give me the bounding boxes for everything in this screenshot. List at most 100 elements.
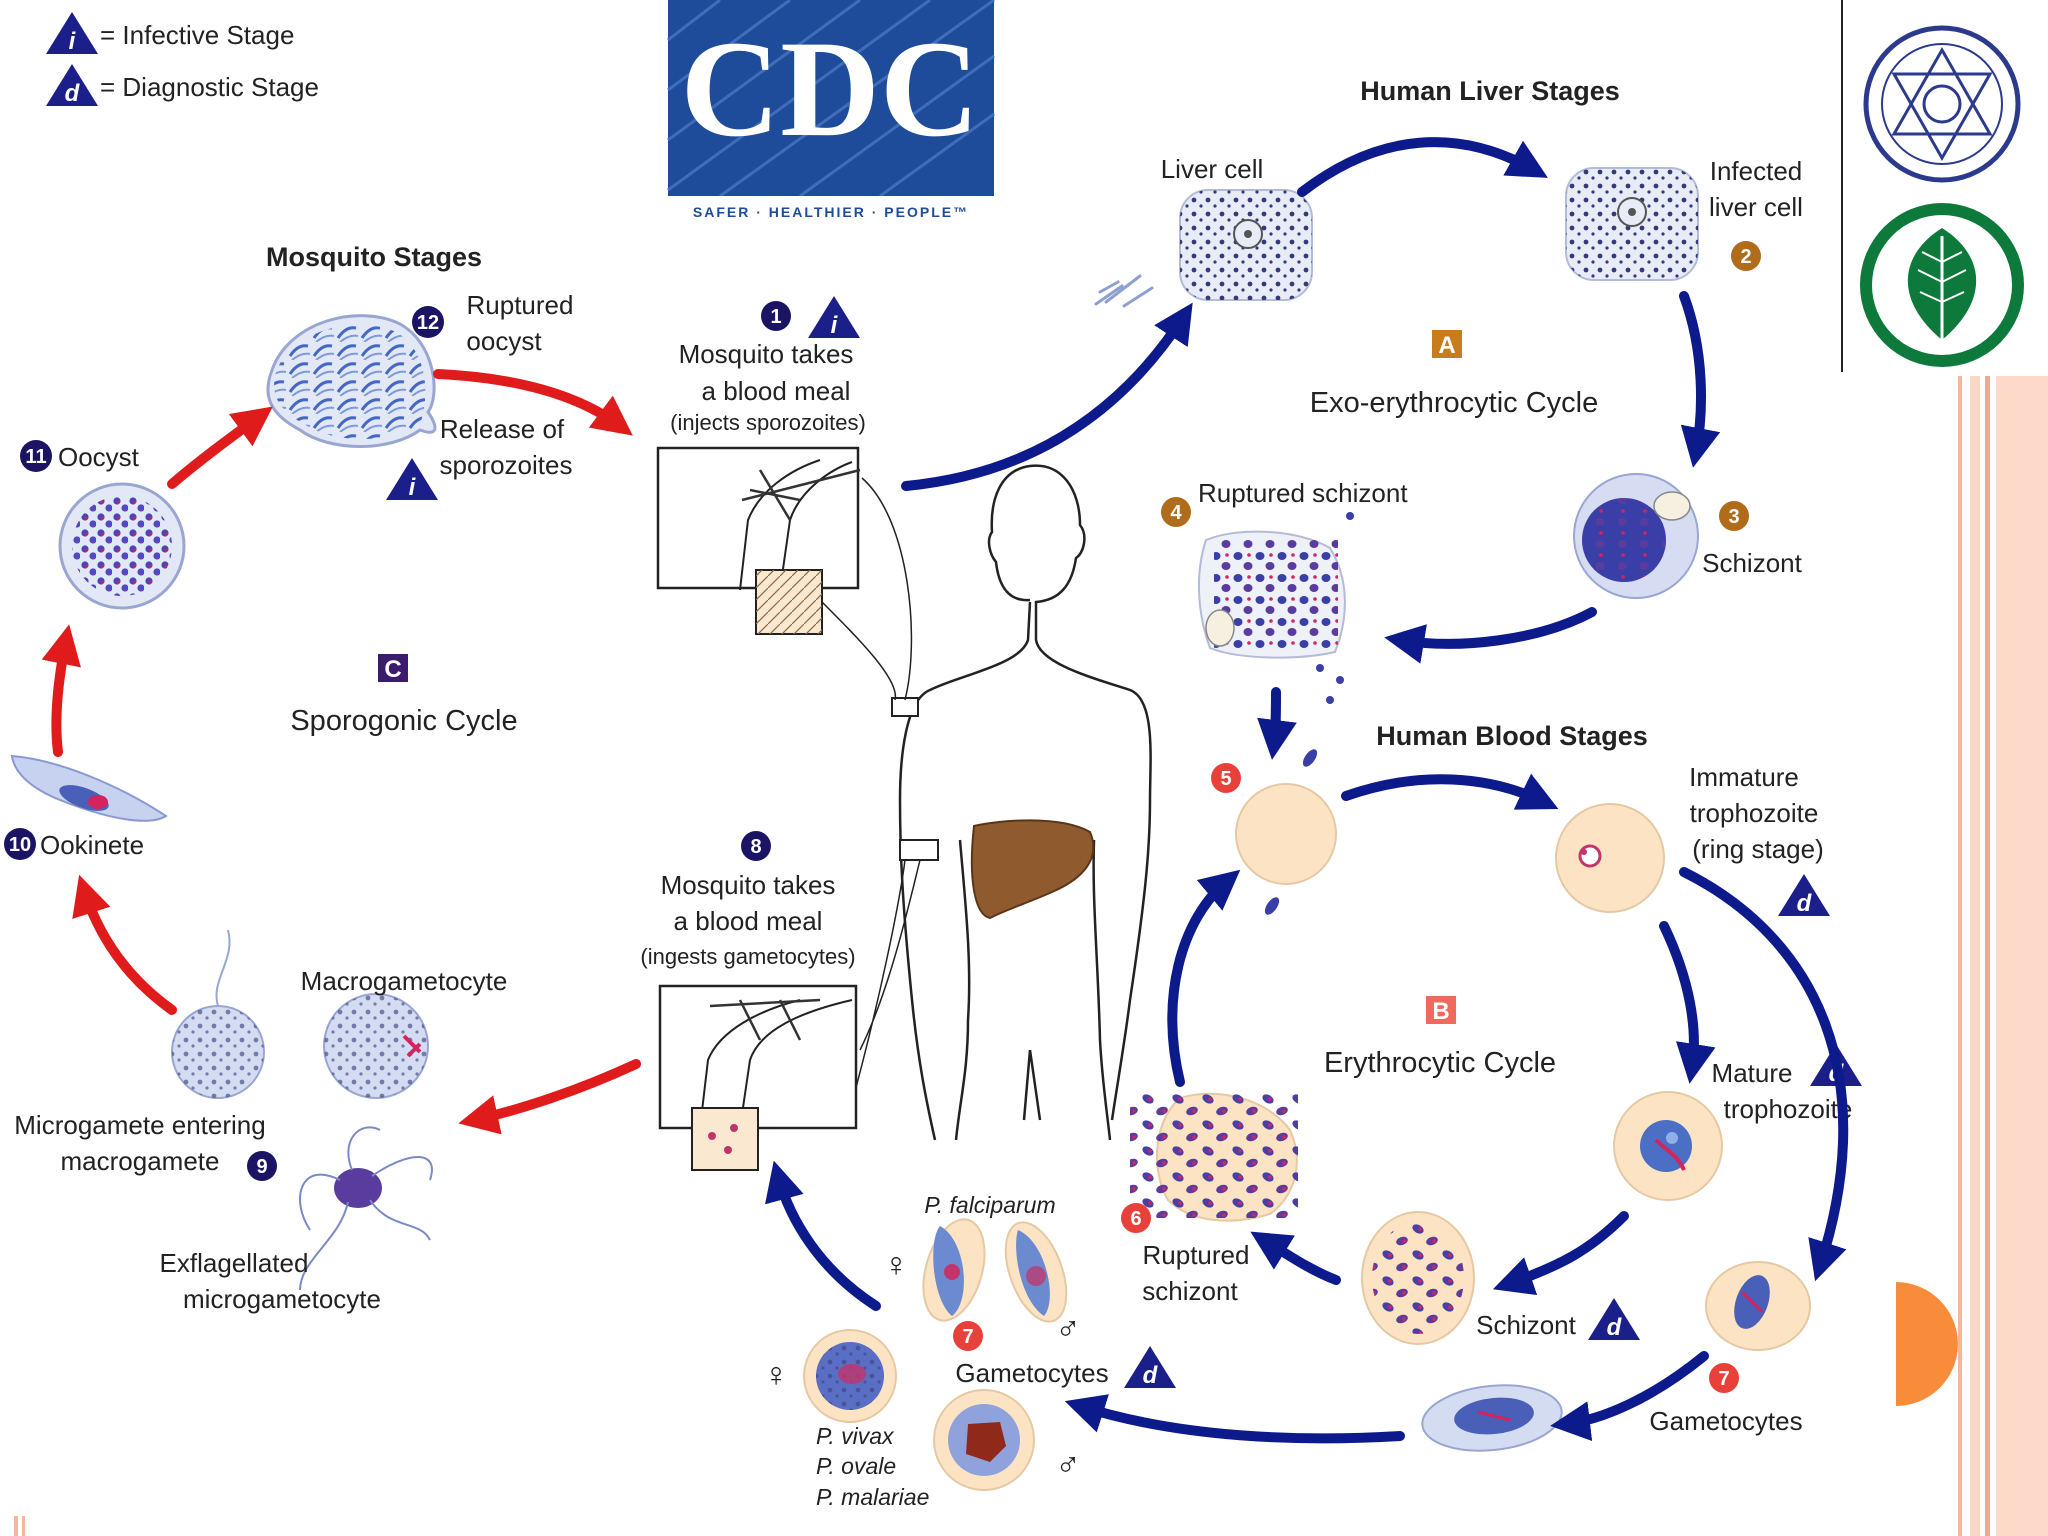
release-label-line-1: Release of: [440, 414, 565, 444]
cdc-logo-text: CDC: [681, 12, 980, 165]
stage-9-label-line-2: macrogamete: [61, 1146, 220, 1176]
svg-text:4: 4: [1170, 502, 1182, 524]
svg-text:9: 9: [256, 1156, 267, 1178]
male-symbol-falciparum: ♂: [1055, 1310, 1081, 1348]
stage-1-label-line-2: a blood meal: [702, 376, 851, 406]
svg-text:7: 7: [962, 1326, 973, 1348]
arrow-gametocyte-to-elongated: [1550, 1351, 1709, 1442]
arrow-schizont-to-ruptured: [1384, 607, 1597, 664]
stage-4-label: Ruptured schizont: [1198, 478, 1408, 508]
svg-text:C: C: [384, 656, 401, 683]
stage-2-label-line-1: Infected: [1710, 156, 1803, 186]
arrow-schizont-to-ruptured-blood: [1250, 1231, 1341, 1285]
stage-9-label-line-1: Microgamete entering: [14, 1110, 265, 1140]
female-symbol-falciparum: ♀: [883, 1246, 909, 1284]
stage-2-label-line-2: liver cell: [1709, 192, 1803, 222]
arrow-infected-to-schizont: [1679, 291, 1721, 468]
arrow-oocyst-to-mosquito: [433, 369, 633, 436]
oocyst: [58, 482, 186, 610]
svg-text:Sporogonic Cycle: Sporogonic Cycle: [290, 705, 517, 737]
stage-11-number: 11: [20, 440, 52, 472]
svg-text:i: i: [69, 28, 77, 55]
p-vivax-label: P. vivax: [816, 1423, 895, 1449]
bite-site-lower: [899, 839, 939, 861]
p-falciparum-label: P. falciparum: [924, 1192, 1055, 1218]
svg-text:3: 3: [1728, 506, 1739, 528]
svg-text:d: d: [1797, 890, 1813, 917]
mosquito-cycle-arrows: [41, 369, 641, 1135]
arrow-ookinete-to-oocyst: [41, 624, 81, 757]
diagnostic-stage-legend-label: = Diagnostic Stage: [100, 72, 319, 102]
infected-liver-cell: [1565, 167, 1699, 281]
stage-11-label: Oocyst: [58, 442, 140, 472]
svg-text:6: 6: [1130, 1208, 1141, 1230]
liver-cell: [1179, 189, 1313, 301]
arrow-ruptured-to-rbc: [1257, 687, 1297, 760]
p-ovale-label: P. ovale: [816, 1453, 896, 1479]
ring-stage-diagnostic-icon: d: [1778, 874, 1830, 917]
ring-stage-label-line-3: (ring stage): [1692, 834, 1824, 864]
svg-text:i: i: [409, 474, 417, 501]
svg-text:d: d: [65, 80, 81, 107]
female-symbol-vivax: ♀: [763, 1356, 789, 1394]
p-malariae-label: P. malariae: [816, 1484, 929, 1510]
gametocyte-elongated: [1421, 1384, 1563, 1452]
svg-text:5: 5: [1220, 768, 1231, 790]
stage-3-label: Schizont: [1702, 548, 1802, 578]
stage-8-label-line-1: Mosquito takes: [661, 870, 836, 900]
svg-text:1: 1: [770, 306, 781, 328]
ruptured-blood-schizont: [1130, 1090, 1298, 1222]
stage-12-number: 12: [412, 306, 444, 338]
university-seal-emblem: [1863, 25, 2021, 183]
svg-text:B: B: [1432, 998, 1449, 1025]
arrow-bite-to-liver: [901, 302, 1193, 491]
liver-cell-label: Liver cell: [1161, 154, 1264, 184]
stage-8-label-line-2: a blood meal: [674, 906, 823, 936]
vivax-male-gametocyte: [933, 1389, 1035, 1491]
svg-text:10: 10: [9, 834, 31, 856]
falciparum-male-gametocyte: [1004, 1221, 1068, 1323]
stage-6-number: 6: [1121, 1203, 1151, 1233]
gametocytes-label-center: Gametocytes: [955, 1358, 1108, 1388]
arrow-ruptured-to-rbc-loop: [1167, 869, 1241, 1087]
stage-1-infective-icon: i: [808, 296, 860, 339]
diagnostic-stage-legend-icon: d: [46, 64, 98, 107]
stage-12-label-line-2: oocyst: [466, 326, 542, 356]
ring-stage-label-line-2: trophozoite: [1690, 798, 1819, 828]
infective-stage-legend-icon: i: [46, 12, 98, 55]
svg-text:d: d: [1607, 1314, 1623, 1341]
leaf-emblem: [1860, 203, 2024, 367]
mosquito-stages-title: Mosquito Stages: [266, 242, 482, 272]
mature-trophozoite: [1613, 1091, 1723, 1201]
arrow-ring-to-mature: [1659, 921, 1716, 1084]
ring-stage-trophozoite: [1555, 803, 1665, 913]
arrow-ring-to-gametocytes: [1679, 867, 1849, 1282]
arrow-rbc-to-ring: [1341, 773, 1559, 810]
liver-schizont: [1573, 473, 1699, 599]
svg-text:11: 11: [25, 446, 46, 468]
stage-2-number: 2: [1731, 241, 1761, 271]
blood-schizont-label: Schizont: [1476, 1310, 1576, 1340]
mature-trophozoite-label-line-1: Mature: [1712, 1058, 1793, 1088]
sporogonic-cycle-label: C Sporogonic Cycle: [290, 654, 518, 737]
human-blood-stages-title: Human Blood Stages: [1376, 721, 1648, 751]
stage-5-number: 5: [1211, 763, 1241, 793]
arrow-gametocytes-to-mosquito: [765, 1160, 881, 1311]
ruptured-oocyst: [266, 314, 437, 448]
stage-1-label-line-3: (injects sporozoites): [670, 410, 866, 435]
exflagellated-label-line-1: Exflagellated: [160, 1248, 309, 1278]
stage-7-number-right: 7: [1709, 1363, 1739, 1393]
blood-schizont: [1361, 1211, 1475, 1345]
microgamete-entering-macrogamete: [171, 929, 265, 1099]
svg-text:Erythrocytic Cycle: Erythrocytic Cycle: [1324, 1047, 1556, 1079]
stage-10-number: 10: [4, 828, 36, 860]
stage-8-label-line-3: (ingests gametocytes): [640, 944, 855, 969]
stage-6-label-line-1: Ruptured: [1143, 1240, 1250, 1270]
decorative-stripes: [14, 376, 2048, 1536]
university-emblems: [1841, 0, 2024, 372]
human-body-outline: [898, 464, 1152, 1141]
release-infective-icon: i: [386, 458, 438, 501]
svg-text:i: i: [831, 312, 839, 339]
svg-text:2: 2: [1740, 246, 1751, 268]
